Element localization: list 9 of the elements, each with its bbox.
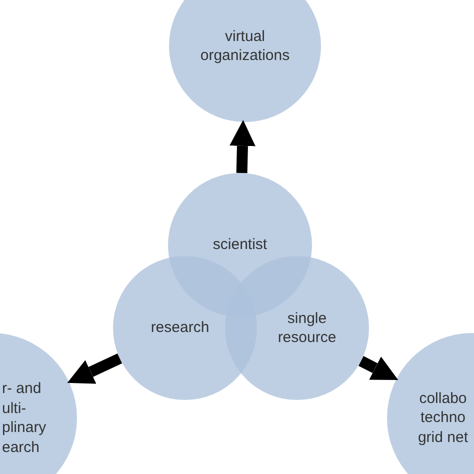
node-label: virtual organizations xyxy=(199,26,291,66)
arrow xyxy=(67,353,122,384)
arrow xyxy=(230,120,256,174)
node-label: research xyxy=(150,318,210,338)
node-label: collabo techno grid net xyxy=(416,388,470,448)
node-label: scientist xyxy=(212,235,268,255)
arrow xyxy=(358,356,398,380)
node-label: r- and ulti- plinary earch xyxy=(2,379,48,457)
node-label: single resource xyxy=(276,308,338,348)
